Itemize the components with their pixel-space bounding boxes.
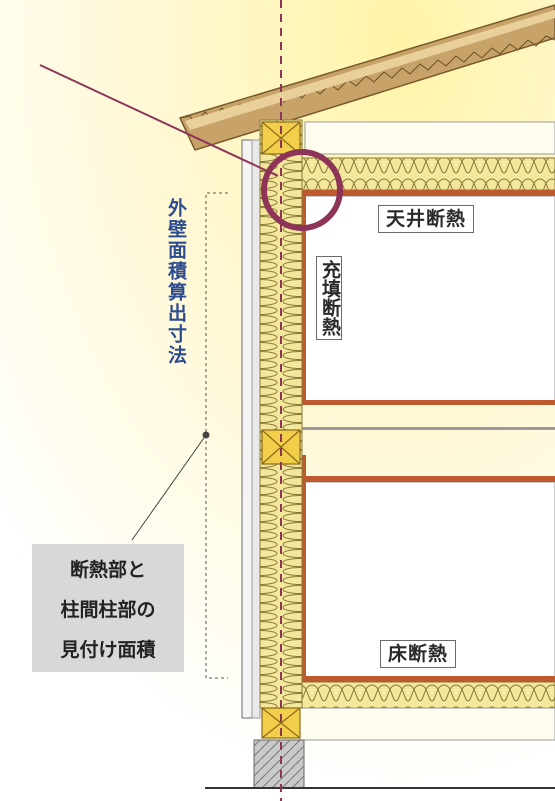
wall-dimension-title: 外壁面積算出寸法	[165, 198, 187, 366]
callout-line-2: 柱間柱部の	[60, 599, 156, 621]
area-callout-box: 断熱部と 柱間柱部の 見付け面積	[32, 544, 184, 672]
leader-line-callout	[131, 434, 207, 541]
roof	[178, 4, 555, 151]
attic-space	[304, 121, 555, 155]
leader-line-top	[39, 64, 279, 177]
air-layer	[251, 139, 261, 719]
highlight-circle	[261, 149, 343, 231]
floor-insulation-coil	[300, 682, 555, 708]
beams	[300, 190, 555, 682]
crawl-space	[299, 707, 555, 741]
callout-line-3: 見付け面積	[60, 639, 156, 661]
exterior-cladding	[241, 139, 253, 719]
ceiling-insulation-label: 天井断熱	[378, 205, 475, 233]
foundation-hatch	[254, 740, 304, 788]
floor-insulation-label: 床断熱	[380, 640, 457, 668]
fill-insulation-label: 充填断熱	[316, 256, 342, 340]
callout-line-1: 断熱部と	[69, 559, 146, 581]
leader-dot	[202, 431, 210, 439]
